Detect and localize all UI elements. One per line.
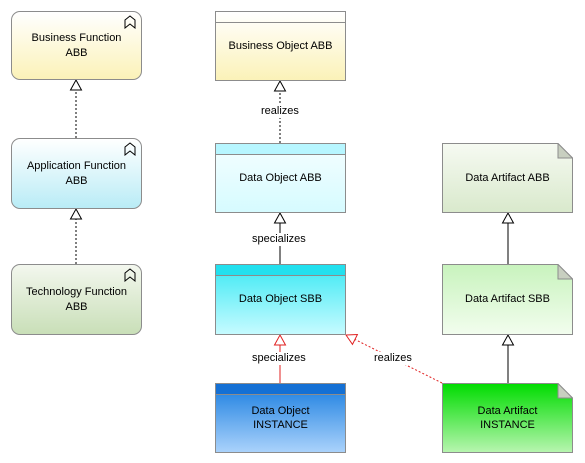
- artifact-body: [442, 264, 573, 335]
- node-label: Data Object INSTANCE: [251, 404, 310, 431]
- edge-arrowhead: [501, 333, 515, 346]
- artifact-fold: [557, 264, 573, 280]
- business-function-icon: [124, 15, 136, 29]
- edge-artinst-to-artsbb[interactable]: [501, 333, 515, 383]
- node-label: Data Artifact SBB: [465, 293, 550, 306]
- data-artifact-abb[interactable]: Data Artifact ABB: [442, 143, 573, 213]
- object-header-band: [216, 144, 345, 155]
- node-label: Data Artifact INSTANCE: [477, 404, 538, 431]
- artifact-fold: [557, 143, 573, 159]
- edge-arrowhead: [273, 211, 287, 224]
- edge-arrowhead: [69, 78, 83, 91]
- edge-arrowhead: [273, 333, 287, 346]
- data-object-abb[interactable]: Data Object ABB: [215, 143, 346, 213]
- artifact-fold: [557, 383, 573, 399]
- artifact-body: [442, 383, 573, 453]
- edge-artsbb-to-artabb[interactable]: [501, 211, 515, 264]
- application-function-icon: [124, 142, 136, 156]
- object-header-band: [216, 384, 345, 395]
- edge-label-specializes: specializes: [250, 233, 308, 246]
- edge-appfn-to-bizfn[interactable]: [69, 78, 83, 138]
- technology-function-abb[interactable]: Technology Function ABB: [11, 264, 142, 335]
- node-label: Business Function ABB: [31, 32, 122, 59]
- edge-label-realizes: realizes: [259, 105, 301, 118]
- business-object-abb[interactable]: Business Object ABB: [215, 11, 346, 81]
- artifact-body: [442, 143, 573, 213]
- data-object-sbb[interactable]: Data Object SBB: [215, 264, 346, 335]
- node-label: Technology Function ABB: [26, 286, 127, 313]
- data-object-instance[interactable]: Data Object INSTANCE: [215, 383, 346, 453]
- object-header-band: [216, 12, 345, 23]
- edge-arrowhead: [69, 207, 83, 220]
- node-label: Business Object ABB: [228, 39, 333, 52]
- artifact-shape: [442, 264, 573, 335]
- object-header-band: [216, 265, 345, 276]
- edge-techfn-to-appfn[interactable]: [69, 207, 83, 264]
- node-label: Application Function ABB: [26, 160, 127, 187]
- edge-label-specializes: specializes: [250, 352, 308, 365]
- edge-arrowhead: [273, 79, 287, 92]
- artifact-shape: [442, 143, 573, 213]
- data-artifact-instance[interactable]: Data Artifact INSTANCE: [442, 383, 573, 453]
- edge-arrowhead: [345, 334, 359, 346]
- data-artifact-sbb[interactable]: Data Artifact SBB: [442, 264, 573, 335]
- artifact-shape: [442, 383, 573, 453]
- edge-label-realizes: realizes: [372, 352, 414, 365]
- node-label: Data Object ABB: [239, 171, 322, 184]
- technology-function-icon: [124, 268, 136, 282]
- application-function-abb[interactable]: Application Function ABB: [11, 138, 142, 209]
- edge-arrowhead: [501, 211, 515, 224]
- business-function-abb[interactable]: Business Function ABB: [11, 11, 142, 80]
- node-label: Data Artifact ABB: [465, 171, 550, 184]
- node-label: Data Object SBB: [238, 293, 323, 306]
